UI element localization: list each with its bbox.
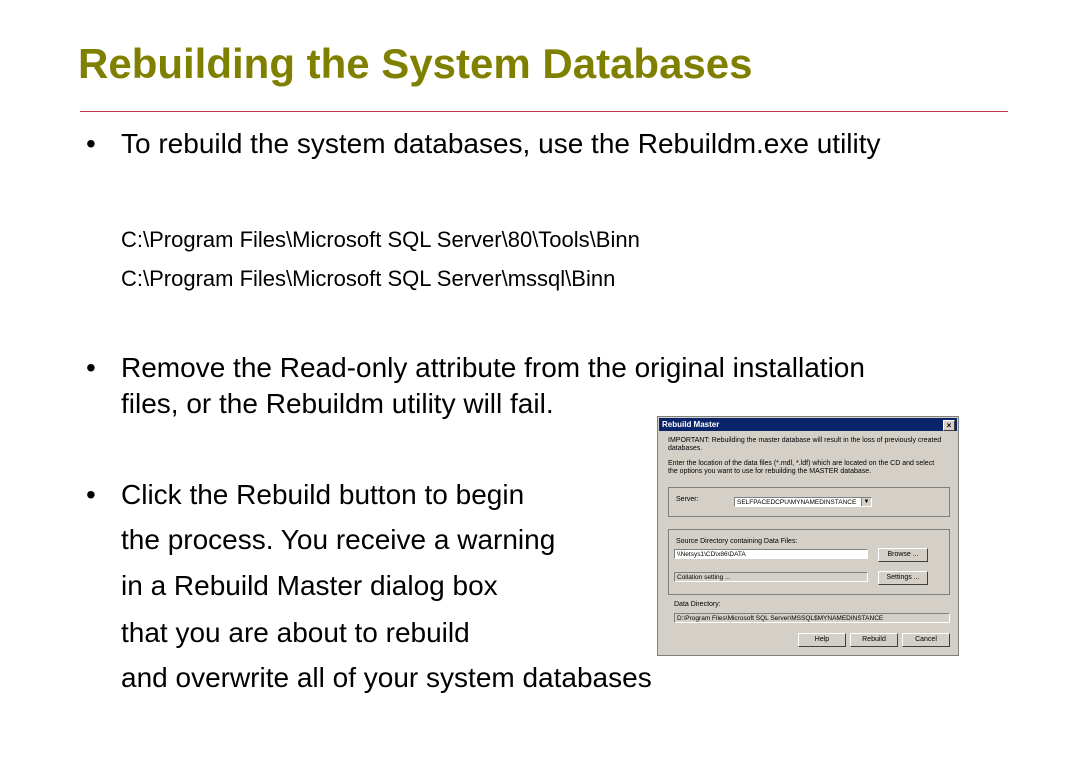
bullet-marker: • [86, 479, 96, 510]
help-button[interactable]: Help [798, 633, 846, 647]
important-notice: IMPORTANT: Rebuilding the master databas… [668, 437, 948, 453]
bullet-rebuild-line3: in a Rebuild Master dialog box [121, 570, 498, 601]
server-dropdown[interactable]: SELFPACEDCPU\MYNAMEDINSTANCE ▼ [734, 497, 872, 507]
bullet-readonly-line1: Remove the Read-only attribute from the … [121, 352, 865, 383]
path-tools-binn: C:\Program Files\Microsoft SQL Server\80… [121, 227, 640, 252]
rebuild-button[interactable]: Rebuild [850, 633, 898, 647]
data-directory-label: Data Directory: [674, 601, 721, 608]
important-line1: IMPORTANT: Rebuilding the master databas… [668, 437, 942, 444]
bullet-rebuild-line2: the process. You receive a warning [121, 524, 556, 555]
dialog-titlebar: Rebuild Master × [659, 418, 957, 431]
browse-button[interactable]: Browse ... [878, 548, 928, 562]
server-label: Server: [676, 496, 699, 503]
bullet-marker: • [86, 352, 96, 383]
cancel-button[interactable]: Cancel [902, 633, 950, 647]
instruction-line2: the options you want to use for rebuildi… [668, 468, 872, 475]
source-group [668, 529, 950, 595]
dialog-title: Rebuild Master [662, 420, 720, 429]
source-label: Source Directory containing Data Files: [676, 538, 798, 545]
collation-setting-field: Collation setting ... [674, 572, 868, 582]
bullet-readonly-line2: files, or the Rebuildm utility will fail… [121, 388, 554, 419]
instruction-line1: Enter the location of the data files (*.… [668, 460, 935, 467]
bullet-rebuildm: To rebuild the system databases, use the… [121, 128, 881, 159]
slide-title: Rebuilding the System Databases [78, 40, 753, 87]
instruction-text: Enter the location of the data files (*.… [668, 460, 948, 476]
chevron-down-icon[interactable]: ▼ [861, 498, 871, 506]
rebuild-master-dialog: Rebuild Master × IMPORTANT: Rebuilding t… [657, 416, 959, 656]
bullet-rebuild-line4: that you are about to rebuild [121, 617, 470, 648]
source-directory-input[interactable]: \\Netsys1\CD\x86\DATA [674, 549, 868, 559]
important-line2: databases. [668, 445, 703, 452]
server-group [668, 487, 950, 517]
bullet-rebuild-line1: Click the Rebuild button to begin [121, 479, 525, 510]
path-mssql-binn: C:\Program Files\Microsoft SQL Server\ms… [121, 266, 616, 291]
settings-button[interactable]: Settings ... [878, 571, 928, 585]
bullet-marker: • [86, 128, 96, 159]
data-directory-field: D:\Program Files\Microsoft SQL Server\MS… [674, 613, 950, 623]
title-divider [80, 111, 1008, 112]
bullet-rebuild-line5: and overwrite all of your system databas… [121, 662, 652, 693]
server-value: SELFPACEDCPU\MYNAMEDINSTANCE [737, 499, 857, 506]
close-icon[interactable]: × [943, 420, 955, 431]
